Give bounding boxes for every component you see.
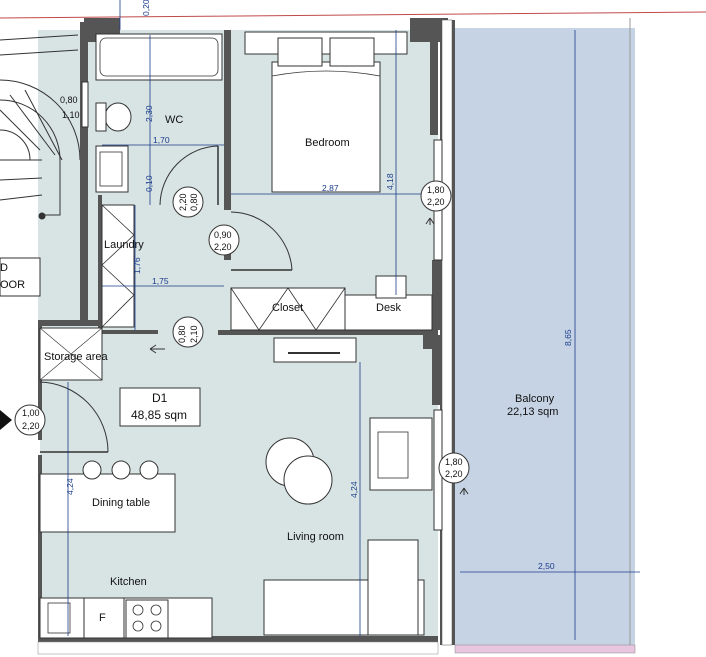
dim-top: 0,20	[141, 0, 151, 16]
wall-column	[423, 335, 445, 349]
cooktop-burners	[132, 604, 162, 632]
fridge	[83, 597, 125, 639]
wall-white-strip	[441, 19, 453, 646]
room-label-closet: Closet	[272, 302, 303, 314]
tag-living-balcony-h: 2,20	[445, 469, 463, 479]
toilet	[104, 102, 132, 132]
tag-wc-door-w: 0,80	[189, 193, 199, 211]
pillow	[277, 37, 323, 67]
top-boundary-line	[0, 11, 706, 19]
door-tags	[14, 180, 470, 484]
tag-bed-balcony-h: 2,20	[427, 197, 445, 207]
laundry-shelf	[101, 204, 135, 328]
dim-laundry-height: 1,76	[132, 257, 142, 274]
tag-bed-balcony-w: 1,80	[427, 185, 445, 195]
cooktop	[125, 599, 169, 639]
dim-balcony-height: 8,65	[563, 329, 573, 346]
sofa-back	[367, 539, 419, 636]
bed-headboard	[244, 31, 408, 55]
dining-chair	[82, 460, 102, 480]
side-table	[283, 455, 333, 505]
room-label-living: Living room	[287, 531, 344, 543]
dim-living-right: 4,24	[349, 481, 359, 498]
toilet-tank	[95, 102, 107, 132]
tag-wc-door-h: 2,20	[178, 193, 188, 211]
unit-name: D1	[152, 391, 168, 405]
staircase	[0, 34, 81, 220]
dining-table	[39, 473, 176, 533]
floor-bottom-strip	[37, 641, 439, 655]
room-label-kitchen: Kitchen	[110, 576, 147, 588]
unit-area: 48,85 sqm	[131, 408, 187, 422]
desk	[344, 294, 433, 331]
dim-bedroom-height: 4,18	[385, 173, 395, 190]
balcony-area: 22,13 sqm	[507, 406, 558, 418]
balcony-edge	[454, 644, 636, 654]
dim-laundry-width: 1,75	[152, 276, 169, 286]
side-label-box	[0, 257, 41, 297]
side-label-line2: OOR	[0, 279, 25, 291]
bedroom-door-swing	[230, 211, 293, 271]
closet-doors	[230, 287, 346, 331]
tag-bed-door-w: 0,90	[214, 230, 232, 240]
laundry-shelf-zigzag	[101, 204, 135, 328]
fridge-label: F	[99, 612, 106, 624]
room-label-desk: Desk	[376, 302, 402, 314]
room-label-balcony: Balcony	[515, 393, 555, 405]
entry-arrow-icon	[0, 410, 12, 430]
arrows	[149, 217, 469, 495]
room-label-bedroom: Bedroom	[305, 137, 350, 149]
armchair-seat	[377, 431, 409, 479]
tag-wc-window-w: 0,80	[60, 95, 78, 105]
tag-bed-door-h: 2,20	[214, 242, 232, 252]
tv-unit	[273, 337, 357, 363]
dining-chair	[111, 460, 131, 480]
storage-cross	[39, 327, 103, 381]
dim-living-left: 4,24	[65, 478, 75, 495]
bed	[271, 61, 381, 193]
desk-chair	[375, 275, 407, 299]
tag-entry-door-h: 2,20	[22, 421, 40, 431]
dim-bedroom-width: 2,87	[322, 183, 339, 193]
dining-chair	[139, 460, 159, 480]
unit-label-box	[119, 387, 201, 427]
kitchen-sink	[47, 602, 71, 634]
wall-column	[410, 18, 448, 42]
corridor-floor-lower	[0, 430, 38, 640]
side-label-line1: D	[0, 262, 8, 274]
pillow	[329, 37, 375, 67]
dim-wc-width: 1,70	[153, 135, 170, 145]
dimension-lines	[67, 0, 430, 636]
tag-laundry-door-w: 0,80	[177, 325, 187, 343]
dim-wc-gap: 0,10	[144, 175, 154, 192]
room-label-dining: Dining table	[92, 497, 150, 509]
sink-basin	[99, 151, 123, 187]
bathtub-inner	[99, 37, 219, 77]
room-label-storage: Storage area	[44, 351, 108, 363]
room-label-wc: WC	[165, 114, 183, 126]
tag-living-balcony-w: 1,80	[445, 457, 463, 467]
bed-fold	[271, 70, 381, 77]
entry-door-swing	[39, 381, 109, 453]
tag-laundry-door-h: 2,10	[189, 325, 199, 343]
dim-wc-height: 2,30	[144, 105, 154, 122]
tag-wc-window-h: 1,10	[62, 110, 80, 120]
dim-balcony-width: 2,50	[538, 561, 555, 571]
balcony-floor	[455, 28, 635, 645]
wc-door-swing	[159, 145, 219, 206]
room-label-laundry: Laundry	[104, 239, 144, 251]
tag-entry-door-w: 1,00	[22, 408, 40, 418]
